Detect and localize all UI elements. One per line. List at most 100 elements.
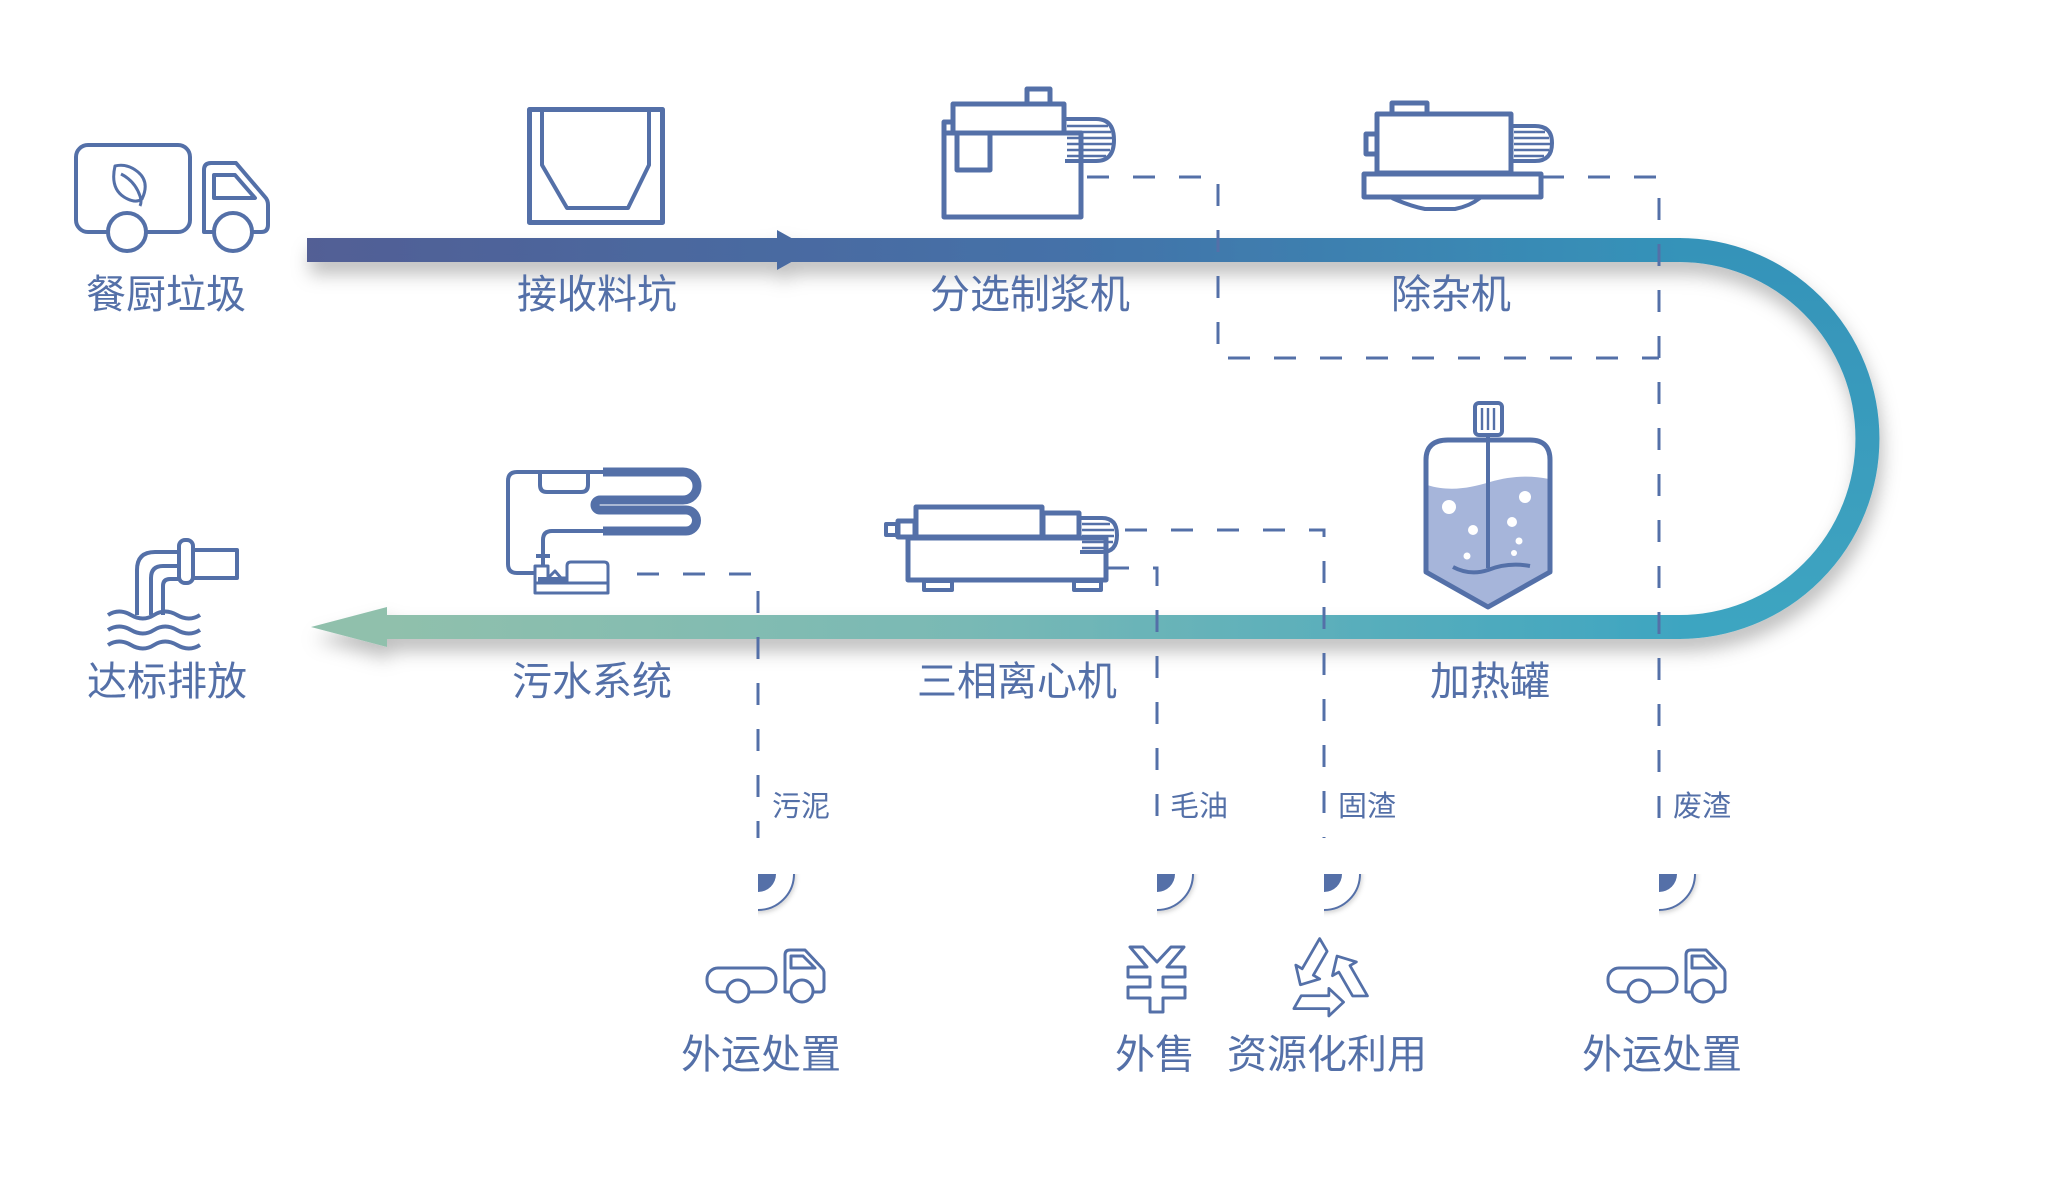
truck-wheel [1626,978,1652,1004]
yen-symbol [1126,945,1187,1014]
sorting-pulper-icon [941,86,1116,220]
bubble [1511,550,1517,556]
water-wave-icon [106,624,202,636]
stream-label-solid-residue: 固渣 [1338,789,1396,823]
impurity-remover-icon [1361,100,1554,211]
centrifuge-drum [913,504,1045,540]
truck-window [1690,954,1718,970]
output-node-crude-oil [1120,837,1194,911]
recycle-icon [1292,937,1369,1018]
centrifuge-base [905,535,1109,583]
connector-centrifuge-solid-residue [1125,528,1326,838]
mixer-blade [1452,562,1531,575]
pump-base [533,581,610,595]
remover-nub [1363,131,1380,157]
centrifuge-foot-left [922,579,954,592]
receiving-pit-icon [527,107,665,225]
label-centrifuge: 三相离心机 [917,659,1117,705]
by-product-connectors [637,175,1661,838]
pit-frame [527,107,665,225]
pipe-outlet [191,548,239,580]
pipe-coupling [177,538,195,585]
truck-window [212,173,257,200]
destination-label-waste-residue: 外运处置 [1582,1032,1742,1078]
connector-sewage-sludge [637,572,760,838]
pulper-body [941,130,1084,220]
output-node-solid-residue [1287,837,1361,911]
output-node-sludge [721,837,795,911]
label-sewage-system: 污水系统 [512,659,672,705]
bubble [1519,491,1531,503]
remover-funnel [1391,196,1482,211]
flow-arrowhead-left [311,607,387,647]
tank-vessel [1423,437,1553,610]
truck-cab [202,161,270,234]
water-wave-icon [106,609,202,621]
discharge-pipe-icon [106,538,239,651]
centrifuge-foot-right [1072,579,1103,592]
three-phase-centrifuge-icon [884,504,1119,592]
pulper-motor [1065,117,1116,163]
connector-centrifuge-crude-oil [1107,566,1159,838]
pulper-knob [1024,86,1053,107]
node-dot [1139,856,1175,892]
leaf-vein [120,172,143,207]
transport-truck-icon [705,948,826,1004]
remover-motor-fins [1514,130,1550,158]
bubble [1515,537,1523,545]
destination-label-crude-oil: 外售 [1115,1032,1195,1078]
pump-valve [536,554,550,566]
centrifuge-drum-end [1040,510,1082,540]
bubble [1507,517,1517,527]
pipe-elbow-middle [149,564,180,615]
recycle-arrow [1294,937,1329,987]
stream-label-sludge: 污泥 [772,789,830,823]
remover-base [1361,171,1544,200]
label-discharge: 达标排放 [87,659,247,705]
truck-cab [783,948,826,994]
destination-label-sludge: 外运处置 [681,1032,841,1078]
sewage-outer-pipe [506,470,605,575]
remover-motor [1512,124,1554,163]
connector-remover-waste-residue [1542,175,1661,838]
node-dot [740,856,776,892]
destination-label-solid-residue: 资源化利用 [1227,1032,1427,1078]
remover-body [1374,111,1514,176]
connector-pulper-waste-residue [1087,175,1659,360]
sewage-inner-pipe [541,529,605,556]
transport-truck-icon [1606,948,1727,1004]
yen-icon [1126,945,1187,1014]
truck-wheel-rear [106,211,148,253]
bubble [1442,500,1456,514]
label-food-waste: 餐厨垃圾 [86,272,246,318]
pulper-nub [941,119,956,136]
node-dot [1641,856,1677,892]
centrifuge-shaft [895,518,918,540]
truck-window [789,954,817,970]
label-impurity-remover: 除杂机 [1391,272,1511,318]
mixer-motor-fins [1480,408,1496,430]
recycle-arrow [1292,986,1345,1018]
pulper-housing [950,101,1067,136]
truck-cab [1684,948,1727,994]
node-dot [1306,856,1342,892]
sewage-coil [590,467,702,536]
label-sorting-pulper: 分选制浆机 [930,272,1130,318]
pulper-motor-fins [1067,124,1112,158]
food-waste-truck-icon [74,143,270,253]
pump-motor [565,560,610,583]
stream-label-waste-residue: 废渣 [1673,789,1731,823]
flow-arrowhead-right [777,230,813,270]
label-heating-tank: 加热罐 [1430,659,1550,705]
heating-tank-icon [1423,401,1553,610]
stream-label-crude-oil: 毛油 [1170,789,1228,823]
sewage-tank [538,472,590,494]
main-flow-path [307,230,1880,647]
truck-wheel [1690,978,1716,1004]
recycle-arrow [1331,954,1369,998]
bubble [1463,552,1471,560]
label-receiving-pit: 接收料坑 [517,272,677,318]
bubble [1468,525,1478,535]
sewage-system-icon [506,467,702,595]
